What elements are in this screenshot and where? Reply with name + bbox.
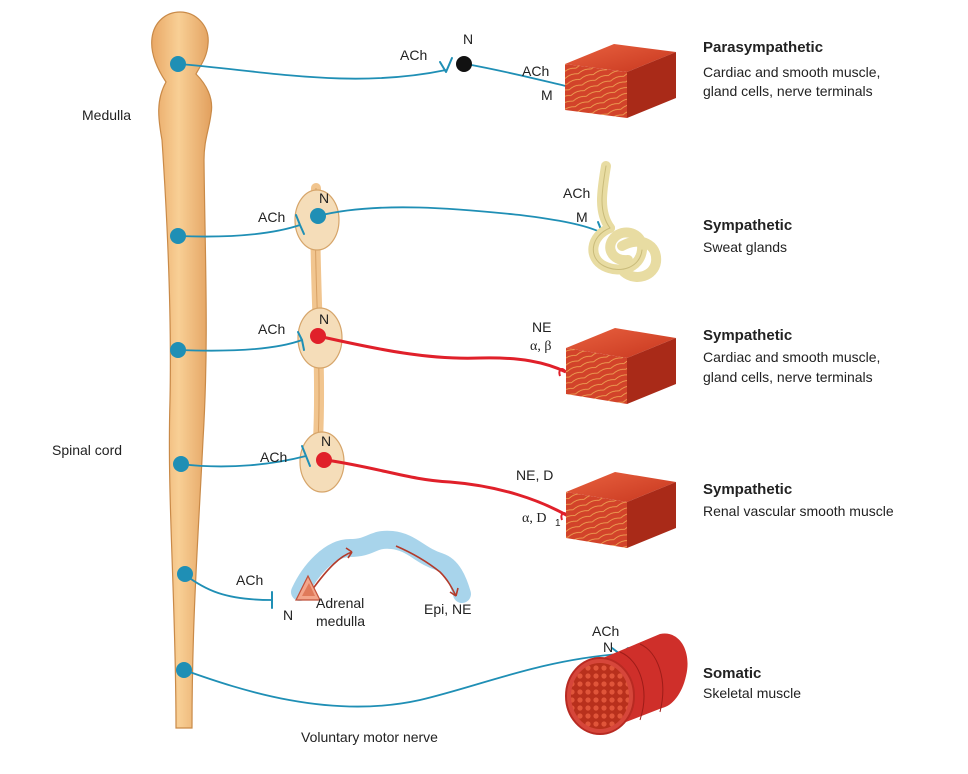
- adrenal-medulla-label: Adrenal: [316, 595, 364, 611]
- transmitter-label: ACh: [258, 209, 285, 225]
- spinal-cord-label: Spinal cord: [52, 442, 122, 458]
- postganglionic-fiber-4: [325, 458, 569, 518]
- receptor-label: N: [463, 31, 473, 47]
- division-description: Renal vascular smooth muscle: [703, 503, 894, 519]
- postganglionic-fiber-3: [317, 334, 567, 374]
- transmitter-label: ACh: [258, 321, 285, 337]
- transmitter-label: ACh: [400, 47, 427, 63]
- epi-ne-label: Epi, NE: [424, 601, 471, 617]
- adrenal-medulla-label-2: medulla: [316, 613, 365, 629]
- transmitter-label: ACh: [236, 572, 263, 588]
- preganglionic-fiber-4: [179, 455, 307, 468]
- receptor-label: α, β: [530, 339, 551, 354]
- division-description: gland cells, nerve terminals: [703, 83, 873, 99]
- division-title: Sympathetic: [703, 481, 792, 498]
- receptor-label: N: [319, 311, 329, 327]
- transmitter-label: ACh: [260, 449, 287, 465]
- division-description: Sweat glands: [703, 239, 787, 255]
- receptor-label: α, D: [522, 511, 546, 526]
- ganglion-cell-4: [316, 452, 332, 468]
- division-title: Somatic: [703, 665, 761, 682]
- division-description: Cardiac and smooth muscle,: [703, 64, 880, 80]
- synapse-1: [439, 57, 453, 73]
- preganglionic-neuron-1: [170, 56, 186, 72]
- preganglionic-neuron-5: [177, 566, 193, 582]
- receptor-subscript: 1: [555, 518, 561, 529]
- postganglionic-fiber-2: [317, 206, 601, 233]
- preganglionic-neuron-4: [173, 456, 189, 472]
- preganglionic-fiber-1: [177, 63, 447, 80]
- transmitter-label: ACh: [592, 623, 619, 639]
- smooth-muscle-block-3: [566, 472, 676, 548]
- transmitter-label: NE, D: [516, 467, 553, 483]
- transmitter-label: ACh: [563, 185, 590, 201]
- receptor-label: N: [603, 639, 613, 655]
- division-description: Skeletal muscle: [703, 685, 801, 701]
- receptor-label: N: [319, 190, 329, 206]
- preganglionic-fiber-2: [177, 224, 301, 238]
- postganglionic-fiber-1: [465, 63, 575, 89]
- receptor-label: N: [283, 607, 293, 623]
- parasympathetic-ganglion-cell: [456, 56, 472, 72]
- division-description: gland cells, nerve terminals: [703, 369, 873, 385]
- division-title: Parasympathetic: [703, 39, 823, 56]
- ganglion-cell-2: [310, 208, 326, 224]
- medulla-label: Medulla: [82, 107, 131, 123]
- smooth-muscle-block-2: [566, 328, 676, 404]
- receptor-label: M: [576, 209, 588, 225]
- spinal-cord: [151, 11, 213, 729]
- bloodstream: [291, 530, 471, 603]
- transmitter-label: NE: [532, 319, 551, 335]
- division-title: Sympathetic: [703, 217, 792, 234]
- division-title: Sympathetic: [703, 327, 792, 344]
- synapse-4: [301, 445, 311, 467]
- sweat-gland: [588, 161, 662, 282]
- division-description: Cardiac and smooth muscle,: [703, 349, 880, 365]
- somatic-motor-fiber: [183, 653, 621, 708]
- receptor-label: M: [541, 87, 553, 103]
- smooth-muscle-block-1: [565, 44, 676, 118]
- somatic-motor-neuron: [176, 662, 192, 678]
- preganglionic-neuron-3: [170, 342, 186, 358]
- synapse-3: [297, 331, 305, 351]
- voluntary-motor-nerve-label: Voluntary motor nerve: [301, 729, 438, 745]
- skeletal-muscle: [565, 633, 688, 735]
- transmitter-label: ACh: [522, 63, 549, 79]
- ganglion-cell-3: [310, 328, 326, 344]
- synapse-2: [295, 214, 305, 235]
- preganglionic-fiber-3: [177, 339, 303, 352]
- receptor-label: N: [321, 433, 331, 449]
- preganglionic-neuron-2: [170, 228, 186, 244]
